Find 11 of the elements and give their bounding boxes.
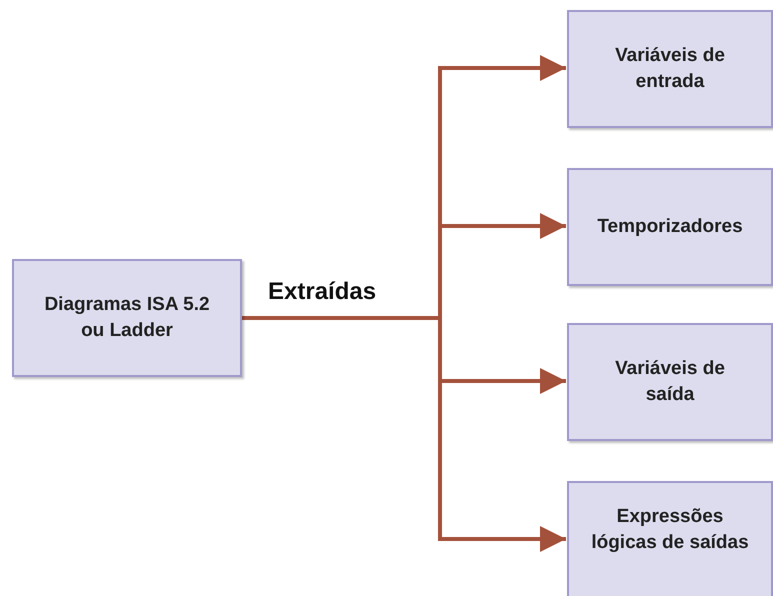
process-box: [567, 481, 773, 596]
box-label: Expressões lógicas de saídas: [590, 505, 750, 555]
box-label: Temporizadores: [597, 215, 743, 239]
annotation-text: Extraídas: [268, 278, 376, 306]
process-box: [12, 259, 242, 377]
box-label: Variáveis de entrada: [614, 44, 726, 94]
box-label: Variáveis de saída: [614, 357, 726, 407]
process-box: [567, 10, 773, 128]
box-label: Diagramas ISA 5.2 ou Ladder: [43, 293, 211, 343]
process-box: [567, 323, 773, 441]
process-box: [567, 168, 773, 286]
